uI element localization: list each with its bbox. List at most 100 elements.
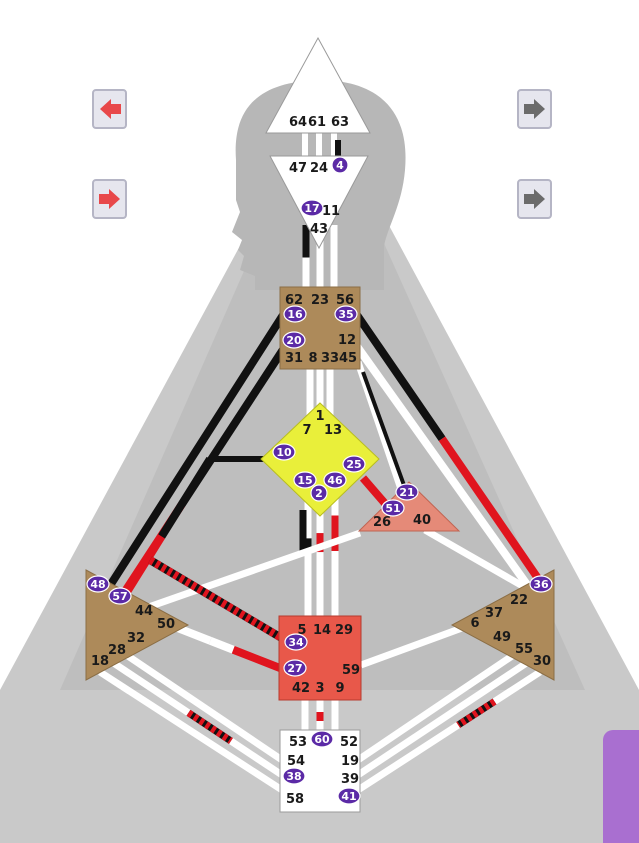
gate-number: 58 [286, 792, 304, 807]
sacral-center[interactable] [278, 615, 362, 701]
gate-number: 20 [286, 334, 302, 347]
gate-59[interactable]: 59 [342, 663, 360, 678]
gate-number: 12 [338, 333, 356, 348]
gate-53[interactable]: 53 [289, 735, 307, 750]
gate-11[interactable]: 11 [322, 204, 340, 219]
gate-43[interactable]: 43 [310, 222, 328, 237]
gate-3[interactable]: 3 [315, 681, 324, 696]
gate-40[interactable]: 40 [413, 513, 431, 528]
head-center[interactable] [265, 36, 371, 134]
gate-number: 37 [485, 606, 503, 621]
gate-2[interactable]: 2 [310, 484, 328, 502]
gate-15[interactable]: 15 [293, 471, 317, 489]
gate-50[interactable]: 50 [157, 617, 175, 632]
gate-37[interactable]: 37 [485, 606, 503, 621]
activation-badge [284, 633, 308, 651]
gate-35[interactable]: 35 [334, 305, 358, 323]
gate-33[interactable]: 33 [321, 351, 339, 366]
gate-1[interactable]: 1 [315, 409, 324, 424]
gate-number: 26 [373, 515, 391, 530]
gate-57[interactable]: 57 [108, 587, 132, 605]
gate-8[interactable]: 8 [308, 351, 317, 366]
activation-badge [381, 499, 405, 517]
gate-24[interactable]: 24 [310, 161, 328, 176]
gate-32[interactable]: 32 [127, 631, 145, 646]
gate-31[interactable]: 31 [285, 351, 303, 366]
throat-center[interactable] [279, 286, 361, 370]
gate-30[interactable]: 30 [533, 654, 551, 669]
channel-32-54 [120, 649, 284, 763]
gate-60[interactable]: 60 [310, 730, 334, 748]
gate-number: 42 [292, 681, 310, 696]
gate-number: 54 [287, 754, 305, 769]
gate-18[interactable]: 18 [91, 654, 109, 669]
gate-28[interactable]: 28 [108, 643, 126, 658]
solar-plexus-center[interactable] [450, 569, 555, 681]
gate-17[interactable]: 17 [300, 199, 324, 217]
gate-22[interactable]: 22 [510, 593, 528, 608]
gate-38[interactable]: 38 [282, 767, 306, 785]
gate-number: 3 [315, 681, 324, 696]
gate-4[interactable]: 4 [331, 156, 349, 174]
gate-number: 45 [339, 351, 357, 366]
channel-50-27 [231, 646, 287, 674]
arrow-right-gray-icon [524, 99, 545, 119]
gate-47[interactable]: 47 [289, 161, 307, 176]
gate-12[interactable]: 12 [338, 333, 356, 348]
gate-55[interactable]: 55 [515, 642, 533, 657]
gate-20[interactable]: 20 [282, 331, 306, 349]
gate-63[interactable]: 63 [331, 115, 349, 130]
side-tab[interactable] [603, 730, 639, 843]
gate-21[interactable]: 21 [395, 483, 419, 501]
gate-34[interactable]: 34 [284, 633, 308, 651]
gate-25[interactable]: 25 [342, 455, 366, 473]
gate-26[interactable]: 26 [373, 515, 391, 530]
gate-39[interactable]: 39 [341, 772, 359, 787]
gate-number: 16 [287, 308, 303, 321]
gate-23[interactable]: 23 [311, 293, 329, 308]
nav-left-bottom-button[interactable] [92, 179, 127, 219]
gate-52[interactable]: 52 [340, 735, 358, 750]
gate-27[interactable]: 27 [283, 659, 307, 677]
gate-61[interactable]: 61 [308, 115, 326, 130]
gate-number: 43 [310, 222, 328, 237]
nav-right-bottom-button[interactable] [517, 179, 552, 219]
gate-number: 40 [413, 513, 431, 528]
channel-28-38 [110, 659, 191, 716]
channel-35-36 [353, 312, 446, 442]
gate-41[interactable]: 41 [337, 787, 361, 805]
gate-36[interactable]: 36 [529, 575, 553, 593]
gate-10[interactable]: 10 [272, 443, 296, 461]
gate-number: 53 [289, 735, 307, 750]
g-center[interactable] [260, 402, 380, 517]
gate-44[interactable]: 44 [135, 604, 153, 619]
gate-56[interactable]: 56 [336, 293, 354, 308]
gate-64[interactable]: 64 [289, 115, 307, 130]
gate-51[interactable]: 51 [381, 499, 405, 517]
gate-number: 60 [314, 733, 330, 746]
gate-16[interactable]: 16 [283, 305, 307, 323]
gate-7[interactable]: 7 [302, 423, 311, 438]
nav-left-top-button[interactable] [92, 89, 127, 129]
gate-58[interactable]: 58 [286, 792, 304, 807]
gate-45[interactable]: 45 [339, 351, 357, 366]
nav-right-top-button[interactable] [517, 89, 552, 129]
gate-9[interactable]: 9 [335, 681, 344, 696]
channel-28-38 [186, 709, 233, 745]
gate-number: 49 [493, 630, 511, 645]
gate-19[interactable]: 19 [341, 754, 359, 769]
gate-54[interactable]: 54 [287, 754, 305, 769]
gate-5[interactable]: 5 [297, 623, 306, 638]
gate-14[interactable]: 14 [313, 623, 331, 638]
gate-49[interactable]: 49 [493, 630, 511, 645]
channel-16-48 [100, 312, 287, 598]
gate-13[interactable]: 13 [324, 423, 342, 438]
gate-46[interactable]: 46 [323, 471, 347, 489]
gate-62[interactable]: 62 [285, 293, 303, 308]
gate-42[interactable]: 42 [292, 681, 310, 696]
gate-number: 9 [335, 681, 344, 696]
gate-number: 8 [308, 351, 317, 366]
gate-6[interactable]: 6 [470, 616, 479, 631]
gate-29[interactable]: 29 [335, 623, 353, 638]
gate-48[interactable]: 48 [86, 575, 110, 593]
